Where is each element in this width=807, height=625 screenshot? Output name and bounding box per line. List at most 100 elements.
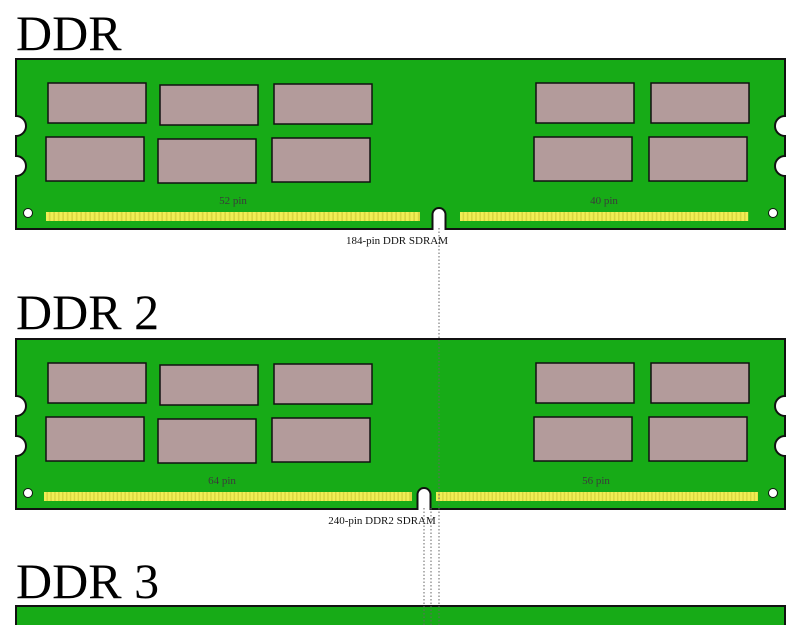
ddr2-pin-left [153, 492, 156, 501]
ddr2-pin-left [141, 492, 144, 501]
ddr2-pin-left [83, 492, 86, 501]
ddr2-pin-right [626, 492, 629, 501]
ddr-memory-chip [271, 137, 371, 183]
ddr-pin-right [640, 212, 644, 221]
ddr2-pin-left [192, 492, 195, 501]
ddr2-pin-left [281, 492, 285, 501]
ddr-pin-left [100, 212, 103, 221]
ddr-pin-right [728, 212, 732, 221]
ddr-pin-left [199, 212, 202, 221]
ddr2-pin-left [336, 492, 339, 501]
ddr2-pin-left [367, 492, 371, 501]
ddr2-pin-left [149, 492, 152, 501]
ddr-pin-right [720, 212, 724, 221]
ddr-pin-left [167, 212, 171, 221]
ddr-pin-left [338, 212, 342, 221]
ddr2-pin-left [363, 492, 367, 501]
ddr-pin-right [586, 212, 589, 221]
ddr-pin-left [203, 212, 207, 221]
ddr-pin-left [244, 212, 247, 221]
ddr2-pin-left [102, 492, 105, 501]
ddr-pin-right [581, 212, 585, 221]
ddr2-pin-left [356, 492, 359, 501]
ddr2-pin-right [705, 492, 709, 501]
ddr2-pin-right [690, 492, 693, 501]
ddr-pin-right [657, 212, 661, 221]
ddr2-pin-left [122, 492, 125, 501]
ddr-pin-right [737, 212, 740, 221]
ddr2-pin-left [211, 492, 215, 501]
ddr2-pin-right [565, 492, 568, 501]
ddr2-pin-right [527, 492, 530, 501]
ddr-memory-chip [533, 136, 633, 182]
ddr-pin-right [707, 212, 711, 221]
ddr-pin-left [217, 212, 220, 221]
ddr-pin-left [91, 212, 94, 221]
ddr2-pin-right [713, 492, 716, 501]
ddr-pin-right [695, 212, 698, 221]
ddr-pin-left [253, 212, 256, 221]
ddr-pin-right [539, 212, 543, 221]
ddr2-pin-left [47, 492, 51, 501]
ddr2-pin-right [641, 492, 644, 501]
ddr-pin-right [489, 212, 493, 221]
ddr2-pin-right [709, 492, 712, 501]
ddr-pin-right [619, 212, 623, 221]
ddr2-pin-left [98, 492, 102, 501]
ddr2-pin-left [44, 492, 47, 501]
ddr2-pin-right [553, 492, 557, 501]
ddr-memory-chip [47, 82, 147, 124]
ddr-pin-right [632, 212, 635, 221]
ddr2-pin-left [379, 492, 382, 501]
ddr2-pin-right [531, 492, 534, 501]
ddr-mounting-hole-left [23, 208, 33, 218]
ddr-pin-right [506, 212, 509, 221]
ddr2-pin-left [161, 492, 164, 501]
ddr-pin-left [140, 212, 144, 221]
ddr2-pin-left [114, 492, 117, 501]
ddr2-pin-right [436, 492, 439, 501]
ddr-pin-left [46, 212, 49, 221]
ddr2-pin-left [71, 492, 74, 501]
ddr2-pin-right [667, 492, 671, 501]
ddr-pin-right [569, 212, 572, 221]
ddr-pin-right [472, 212, 476, 221]
ddr2-mounting-hole-right [768, 488, 778, 498]
ddr2-pin-right [493, 492, 496, 501]
ddr2-pin-left [328, 492, 332, 501]
ddr-caption: 184-pin DDR SDRAM [346, 235, 448, 247]
ddr2-pin-right [455, 492, 458, 501]
ddr-pin-right [594, 212, 598, 221]
ddr-pin-left [293, 212, 297, 221]
ddr-pin-left [118, 212, 121, 221]
ddr2-pin-right [500, 492, 503, 501]
ddr-pin-right [527, 212, 530, 221]
ddr2-pin-right [728, 492, 731, 501]
ddr-pin-left [86, 212, 90, 221]
ddr2-pin-right [519, 492, 522, 501]
ddr-pin-left [275, 212, 279, 221]
ddr-pin-right [670, 212, 673, 221]
ddr-pin-right [653, 212, 656, 221]
ddr2-pin-left [219, 492, 222, 501]
ddr2-pin-left [262, 492, 265, 501]
ddr-pin-left [415, 212, 418, 221]
ddr2-pin-left [305, 492, 308, 501]
ddr-pin-right [497, 212, 501, 221]
ddr2-pin-right [740, 492, 743, 501]
ddr2-pin-right [618, 492, 621, 501]
ddr2-pin-left [391, 492, 394, 501]
ddr-pin-left [176, 212, 180, 221]
ddr2-pin-left [137, 492, 141, 501]
ddr2-pin-right [561, 492, 564, 501]
ddr2-pin-left [395, 492, 398, 501]
ddr-pin-right [460, 212, 463, 221]
ddr2-pin-right [610, 492, 614, 501]
ddr2-pin-right [451, 492, 454, 501]
ddr-pin-right [607, 212, 610, 221]
ddr2-pin-right [477, 492, 481, 501]
ddr2-pin-left [383, 492, 386, 501]
ddr2-pin-right [542, 492, 545, 501]
